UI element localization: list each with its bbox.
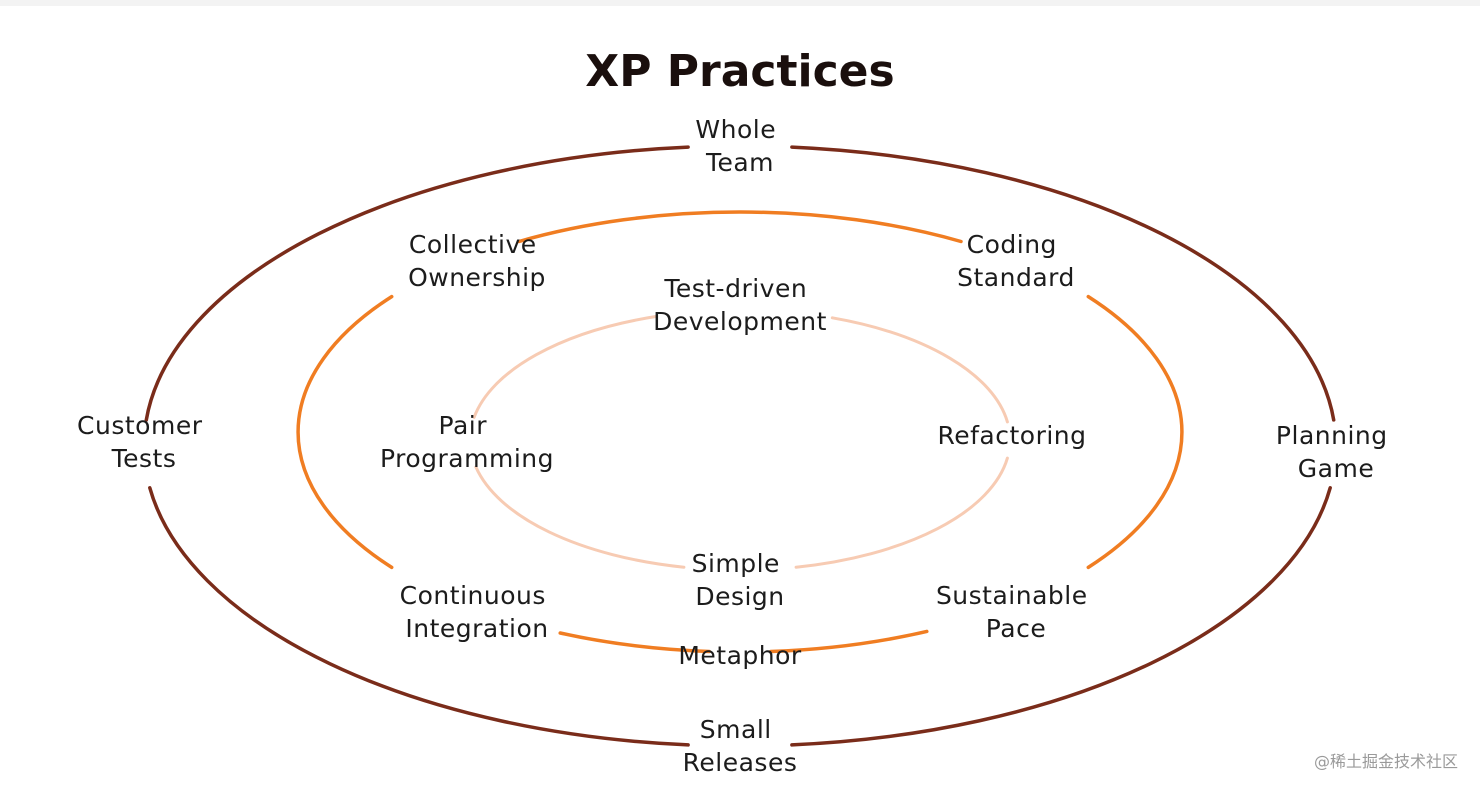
- middle-practice-sustainable-pace: Sustainable Pace: [936, 581, 1096, 643]
- outer-ring-arc: [148, 486, 690, 747]
- outer-ring: [144, 145, 1336, 747]
- svg-text:Simple Design: Simple Design: [692, 549, 789, 611]
- svg-text:Refactoring: Refactoring: [937, 421, 1086, 450]
- outer-practice-whole-team: Whole Team: [695, 115, 784, 177]
- diagram-title: XP Practices: [585, 46, 894, 97]
- practice-label-line: Tests: [111, 444, 177, 473]
- outer-practice-small-releases: Small Releases: [683, 715, 798, 777]
- outer-ring-arc: [790, 145, 1336, 422]
- practice-label-line: Development: [653, 307, 827, 336]
- practice-label-line: Team: [705, 148, 774, 177]
- inner-practice-simple-design: Simple Design: [692, 549, 789, 611]
- svg-text:Planning Game: Planning Game: [1276, 421, 1396, 483]
- practice-label-line: Customer: [77, 411, 203, 440]
- practice-label-line: Design: [695, 582, 784, 611]
- middle-practice-continuous-integration: Continuous Integration: [400, 581, 555, 643]
- middle-ring-arc: [517, 210, 963, 244]
- inner-practice-test-driven-development: Test-driven Development: [653, 274, 827, 336]
- inner-ring-arc: [474, 465, 686, 569]
- svg-text:Coding Standard: Coding Standard: [957, 230, 1075, 292]
- svg-text:Whole Team: Whole Team: [695, 115, 784, 177]
- outer-ring-arc: [790, 486, 1332, 747]
- middle-practice-metaphor: Metaphor: [678, 641, 802, 670]
- practice-label-line: Test-driven: [663, 274, 807, 303]
- svg-text:Small Releases: Small Releases: [683, 715, 798, 777]
- practice-label-line: Coding: [967, 230, 1057, 259]
- practice-label-line: Releases: [683, 748, 798, 777]
- outer-practice-customer-tests: Customer Tests: [77, 411, 211, 473]
- middle-ring-arc: [769, 629, 929, 654]
- watermark: @稀土掘金技术社区: [1313, 752, 1458, 771]
- practice-label-line: Standard: [957, 263, 1075, 292]
- practice-label-line: Simple: [692, 549, 780, 578]
- svg-text:Metaphor: Metaphor: [678, 641, 802, 670]
- practice-label-line: Programming: [380, 444, 554, 473]
- top-strip: [0, 0, 1480, 6]
- practice-label-line: Pair: [439, 411, 488, 440]
- inner-practice-pair-programming: Pair Programming: [380, 411, 554, 473]
- practice-label-line: Sustainable: [936, 581, 1088, 610]
- practice-label-line: Ownership: [408, 263, 546, 292]
- middle-ring-arc: [1086, 294, 1184, 570]
- practice-label-line: Whole: [695, 115, 776, 144]
- practice-label-line: Refactoring: [937, 421, 1086, 450]
- svg-text:Customer Tests: Customer Tests: [77, 411, 211, 473]
- middle-ring-arc: [558, 631, 711, 654]
- middle-practice-coding-standard: Coding Standard: [957, 230, 1075, 292]
- practice-label-line: Metaphor: [678, 641, 802, 670]
- middle-ring: [296, 210, 1184, 654]
- practice-label-line: Integration: [405, 614, 548, 643]
- practice-label-line: Pace: [986, 614, 1046, 643]
- inner-practice-refactoring: Refactoring: [937, 421, 1086, 450]
- practice-label-line: Planning: [1276, 421, 1388, 450]
- practice-label-line: Small: [700, 715, 772, 744]
- inner-ring-arc: [472, 314, 659, 419]
- practice-label-line: Collective: [409, 230, 537, 259]
- svg-text:Continuous Integration: Continuous Integration: [400, 581, 555, 643]
- inner-ring: [472, 314, 1009, 569]
- outer-ring-arc: [144, 145, 690, 422]
- svg-text:Pair Programming: Pair Programming: [380, 411, 554, 473]
- practice-label-line: Game: [1298, 454, 1374, 483]
- svg-text:Sustainable Pace: Sustainable Pace: [936, 581, 1096, 643]
- practice-label-line: Continuous: [400, 581, 546, 610]
- svg-text:Collective Ownership: Collective Ownership: [408, 230, 546, 292]
- inner-ring-arc: [830, 316, 1009, 424]
- inner-ring-arc: [794, 456, 1009, 569]
- outer-practice-planning-game: Planning Game: [1276, 421, 1396, 483]
- middle-ring-arc: [296, 294, 394, 570]
- svg-text:Test-driven Development: Test-driven Development: [653, 274, 827, 336]
- middle-practice-collective-ownership: Collective Ownership: [408, 230, 546, 292]
